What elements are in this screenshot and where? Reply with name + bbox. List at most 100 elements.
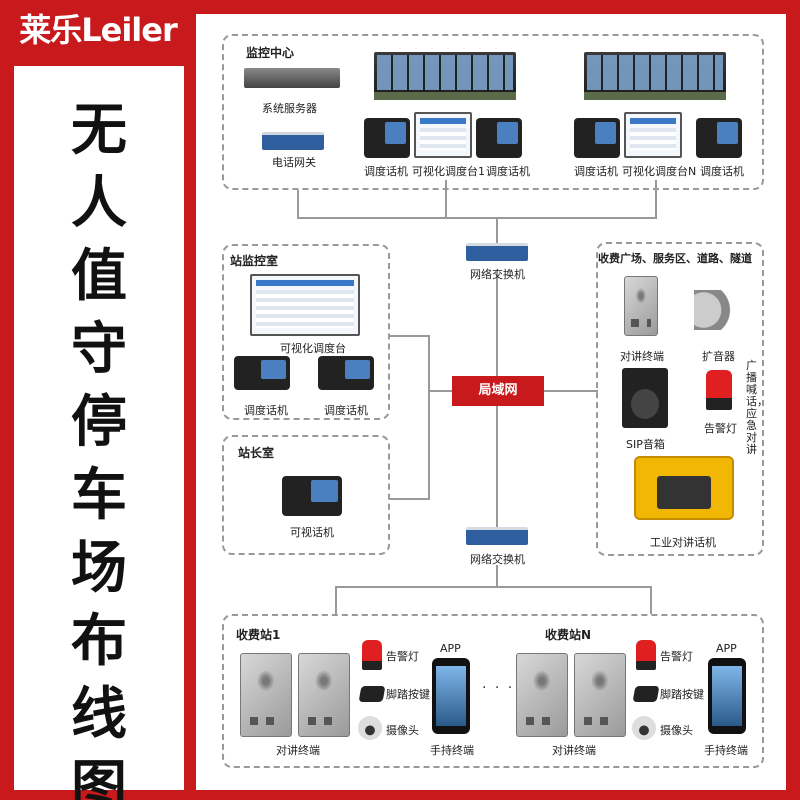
toll-station-n-title: 收费站N [545, 628, 592, 642]
intercom-terminal-label: 对讲终端 [276, 744, 320, 757]
connector-line [335, 586, 337, 614]
vertical-title: 无 人 值 守 停 车 场 布 线 图 [14, 94, 184, 800]
network-switch-label: 网络交换机 [470, 268, 525, 281]
intercom-terminal-icon [298, 653, 350, 737]
system-server-icon [244, 68, 340, 88]
toll-area-title: 收费广场、服务区、道路、隧道 [598, 252, 752, 265]
amplifier-icon [694, 290, 742, 330]
intercom-terminal-icon [516, 653, 568, 737]
alarm-light-icon [636, 640, 656, 670]
connector-line [650, 586, 652, 614]
industrial-intercom-icon [634, 456, 734, 520]
title-char: 人 [71, 171, 127, 236]
vertical-note: 广播喊话，应急对讲 [746, 359, 768, 456]
station-monitor-title: 站监控室 [230, 254, 279, 268]
intercom-terminal-icon [624, 276, 658, 336]
network-switch-label: 网络交换机 [470, 553, 525, 566]
dispatch-phone-label: 调度话机 [486, 165, 530, 178]
connector-line [335, 586, 650, 588]
camera-icon [632, 716, 656, 740]
camera-icon [358, 716, 382, 740]
video-phone-label: 可视话机 [290, 526, 334, 539]
monitor-center-box [222, 34, 764, 190]
title-char: 线 [71, 682, 127, 747]
visual-console-label: 可视化调度台N [622, 165, 697, 178]
connector-line [297, 190, 299, 218]
visual-console-label: 可视化调度台1 [412, 165, 485, 178]
lan-hub: 局域网 [452, 376, 544, 406]
camera-label: 摄像头 [386, 724, 419, 737]
phone-gateway-icon [262, 132, 324, 150]
dispatch-phone-label: 调度话机 [364, 165, 408, 178]
connector-line [297, 217, 657, 219]
visual-console-label: 可视化调度台 [280, 342, 346, 355]
app-label: APP [440, 642, 461, 655]
intercom-terminal-label: 对讲终端 [552, 744, 596, 757]
title-char: 值 [71, 244, 127, 309]
connector-line [428, 335, 430, 500]
title-char: 场 [71, 536, 127, 601]
handheld-terminal-label: 手持终端 [704, 744, 748, 757]
title-char: 布 [71, 609, 127, 674]
visual-console-icon [250, 274, 360, 336]
connector-line [496, 217, 498, 245]
system-server-label: 系统服务器 [262, 102, 317, 115]
toll-stations-box [222, 614, 764, 768]
video-phone-icon [282, 476, 342, 516]
station-master-title: 站长室 [238, 446, 275, 460]
app-label: APP [716, 642, 737, 655]
foot-pedal-label: 脚踏按键 [386, 688, 430, 701]
monitor-center-title: 监控中心 [246, 46, 295, 60]
network-switch-icon [466, 243, 528, 261]
network-switch-icon [466, 527, 528, 545]
video-wall-icon [374, 52, 516, 100]
title-char: 车 [71, 463, 127, 528]
dispatch-phone-label: 调度话机 [244, 404, 288, 417]
dispatch-phone-icon [234, 356, 290, 390]
dispatch-phone-icon [364, 118, 410, 158]
connector-line [496, 565, 498, 587]
title-char: 停 [71, 390, 127, 455]
toll-station-1-title: 收费站1 [236, 628, 281, 642]
station-master-box [222, 435, 390, 555]
connector-line [445, 180, 447, 218]
connector-line [428, 390, 452, 392]
title-char: 守 [71, 317, 127, 382]
intercom-terminal-icon [240, 653, 292, 737]
intercom-terminal-label: 对讲终端 [620, 350, 664, 363]
connector-line [543, 390, 598, 392]
amplifier-label: 扩音器 [702, 350, 735, 363]
toll-area-box [596, 242, 764, 556]
brand-logo: 莱乐Leiler [0, 0, 196, 60]
station-monitor-box [222, 244, 390, 420]
title-char: 无 [71, 98, 127, 163]
dispatch-phone-icon [318, 356, 374, 390]
sip-speaker-icon [622, 368, 668, 428]
dispatch-phone-icon [574, 118, 620, 158]
camera-label: 摄像头 [660, 724, 693, 737]
phone-gateway-label: 电话网关 [272, 156, 316, 169]
alarm-light-label: 告警灯 [386, 650, 419, 663]
alarm-light-icon [706, 370, 732, 410]
connector-line [390, 498, 430, 500]
video-wall-icon [584, 52, 726, 100]
foot-pedal-label: 脚踏按键 [660, 688, 704, 701]
dispatch-phone-label: 调度话机 [574, 165, 618, 178]
industrial-intercom-label: 工业对讲话机 [650, 536, 716, 549]
connector-line [390, 335, 430, 337]
handheld-terminal-label: 手持终端 [430, 744, 474, 757]
alarm-light-label: 告警灯 [660, 650, 693, 663]
dispatch-phone-label: 调度话机 [700, 165, 744, 178]
dispatch-phone-label: 调度话机 [324, 404, 368, 417]
sip-speaker-label: SIP音箱 [626, 438, 665, 451]
handheld-terminal-icon [708, 658, 746, 734]
title-char: 图 [71, 755, 127, 800]
visual-console-icon [414, 112, 472, 158]
dispatch-phone-icon [476, 118, 522, 158]
alarm-light-icon [362, 640, 382, 670]
ellipsis: · · · [482, 680, 515, 696]
dispatch-phone-icon [696, 118, 742, 158]
foot-pedal-icon [632, 686, 660, 702]
intercom-terminal-icon [574, 653, 626, 737]
foot-pedal-icon [358, 686, 386, 702]
